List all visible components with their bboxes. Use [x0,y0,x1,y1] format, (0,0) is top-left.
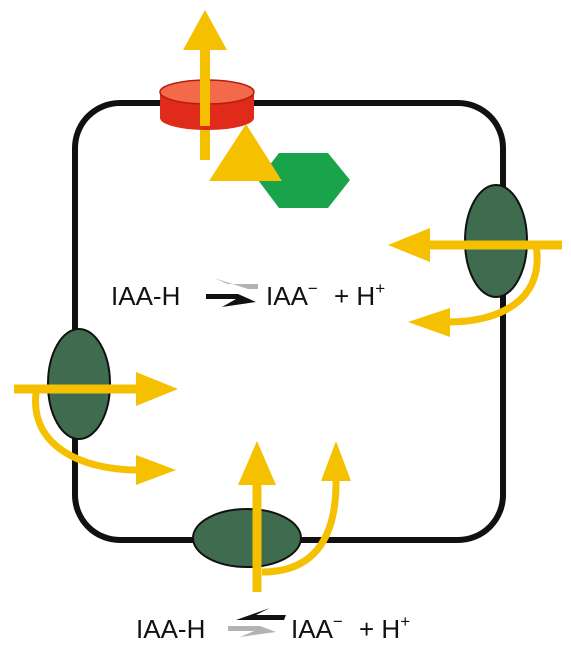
inner-reverse-arrow [214,278,258,289]
bottom-carrier-protein [192,508,302,568]
regulator-triangle [209,124,282,181]
bottom-straight-arrow-head [238,441,276,485]
right-curved-arrow-head [408,308,450,337]
outer-anion-label: IAA− [291,612,343,644]
outer-reverse-arrow [228,626,276,637]
inner-equilibrium: IAA-H IAA− + H+ [111,278,385,311]
bottom-curved-arrow-head [321,441,351,481]
inner-forward-arrow [206,294,256,307]
right-carrier [388,184,562,337]
right-curved-arrow-shaft [447,244,541,326]
regulator-hexagon [258,153,350,208]
inner-anion-label: IAA− [266,279,318,311]
outer-acid-label: IAA-H [136,614,205,644]
left-carrier-protein [47,328,111,440]
left-curved-arrow-shaft [32,392,139,474]
efflux-arrow-head [183,10,227,50]
inner-acid-label: IAA-H [111,281,180,311]
efflux-pump [159,10,350,208]
outer-forward-arrow [236,608,286,620]
left-carrier [14,328,178,485]
left-curved-arrow-head [136,455,176,485]
inner-proton-label: + H+ [334,279,385,311]
outer-equilibrium: IAA-H IAA− + H+ [136,608,410,644]
outer-proton-label: + H+ [359,612,410,644]
bottom-carrier [192,441,351,592]
bottom-curved-arrow-shaft [261,477,340,576]
left-straight-arrow-head [136,372,178,406]
right-straight-arrow-head [388,228,430,262]
